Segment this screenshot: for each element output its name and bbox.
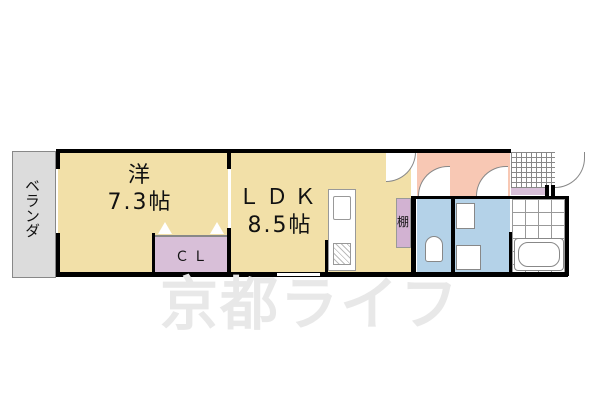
- balcony-label: ベランダ: [23, 178, 41, 238]
- wall-bath-left: [509, 232, 512, 276]
- shoe-closet: [511, 152, 555, 187]
- watermark: 京都ライフ: [160, 270, 461, 338]
- ldk-room: [231, 152, 411, 274]
- western-room-type-label: 洋: [127, 163, 152, 188]
- window-bottom: [276, 272, 321, 277]
- washing-machine-space-icon: [456, 245, 481, 270]
- wall-left-bottom: [56, 233, 60, 277]
- wall-divider-1-bottom: [227, 228, 231, 277]
- ldk-type-label: ＬＤＫ: [237, 185, 322, 210]
- entry-door-swing-icon: [555, 152, 585, 188]
- wall-divider-1-top: [227, 149, 231, 169]
- closet-door-icon: [158, 222, 172, 234]
- wall-kitchen: [325, 240, 328, 275]
- stove-icon: [333, 243, 351, 265]
- wall-toilet-right: [451, 199, 455, 275]
- wall-shoe-closet-2: [551, 185, 555, 197]
- western-room-area-label: 7.3帖: [107, 190, 173, 215]
- bathtub-inner: [518, 242, 560, 267]
- wall-left-top: [56, 149, 60, 169]
- shelf: [396, 198, 411, 248]
- wall-divider-2: [411, 196, 416, 276]
- shelf-label: 棚: [397, 215, 410, 229]
- washbasin-icon: [456, 203, 475, 229]
- wall-top: [56, 149, 511, 153]
- wall-right: [565, 196, 569, 276]
- wall-closet-left: [152, 233, 155, 277]
- wall-shoe-closet: [545, 185, 549, 197]
- shoe-closet-shelf: [511, 187, 546, 195]
- sink-icon: [333, 196, 351, 220]
- door-swing-icon: [386, 152, 416, 182]
- balcony: [12, 151, 56, 278]
- closet-door-icon: [210, 222, 224, 234]
- toilet-icon: [425, 236, 443, 262]
- closet-label: ＣＬ: [175, 249, 211, 265]
- wall-utility-top: [411, 196, 568, 199]
- ldk-area-label: 8.5帖: [247, 213, 313, 238]
- closet: [155, 235, 228, 274]
